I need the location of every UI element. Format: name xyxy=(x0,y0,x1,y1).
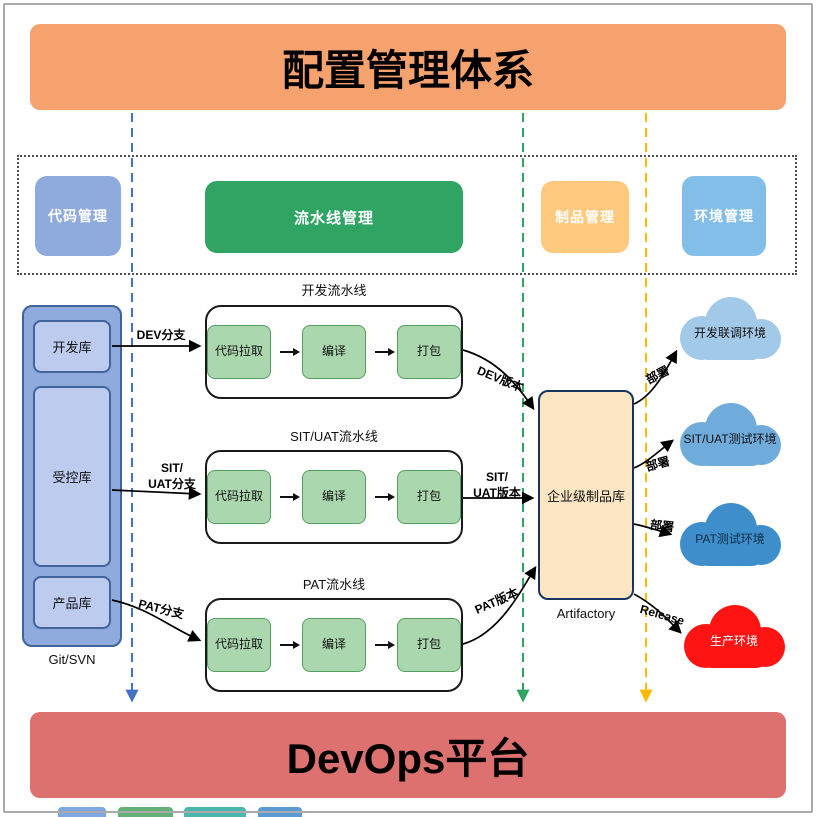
version-label-pat: PAT版本 xyxy=(472,585,521,617)
repo-dev: 开发库 xyxy=(33,320,111,373)
legend-box xyxy=(17,155,797,275)
step-label: 编译 xyxy=(321,637,346,652)
artifact-repo-label: 企业级制品库 xyxy=(546,488,625,504)
step-arrow-icon xyxy=(280,492,300,501)
branch-label-dev: DEV分支 xyxy=(136,328,186,342)
branch-label-pat: PAT分支 xyxy=(137,596,186,622)
category-pipeline-management: 流水线管理 xyxy=(205,181,463,253)
category-artifact-management: 制品管理 xyxy=(541,181,629,253)
branch-label-situat: SIT/ UAT分支 xyxy=(148,461,196,491)
step-label: 代码拉取 xyxy=(214,344,263,359)
category-artifact-label: 制品管理 xyxy=(555,209,615,225)
step-arrow-icon xyxy=(280,347,300,356)
repo-controlled-label: 受控库 xyxy=(52,470,92,485)
step-label: 打包 xyxy=(416,489,441,504)
footer-title: DevOps平台 xyxy=(286,734,530,782)
env-label-production: 生产环境 xyxy=(709,634,758,648)
artifact-repo-box: 企业级制品库 xyxy=(538,390,634,600)
step-package: 打包 xyxy=(397,470,461,524)
pipeline-pat-box: 代码拉取 编译 打包 xyxy=(205,598,463,692)
pipeline-dev-title: 开发流水线 xyxy=(301,283,367,298)
header-title: 配置管理体系 xyxy=(281,46,534,94)
env-cloud-dev-integration: 开发联调环境 xyxy=(668,292,792,368)
step-package: 打包 xyxy=(397,325,461,379)
step-package: 打包 xyxy=(397,618,461,672)
version-label-dev: DEV版本 xyxy=(475,363,526,395)
step-label: 编译 xyxy=(321,344,346,359)
cloud-icon xyxy=(680,403,781,466)
category-code-management: 代码管理 xyxy=(35,176,121,256)
step-arrow-icon xyxy=(375,347,395,356)
step-label: 打包 xyxy=(416,344,441,359)
cloud-icon xyxy=(680,297,781,360)
category-code-label: 代码管理 xyxy=(48,208,108,224)
step-arrow-icon xyxy=(375,492,395,501)
env-label-sit-uat: SIT/UAT测试环境 xyxy=(683,432,777,446)
pipeline-pat-title: PAT流水线 xyxy=(302,577,366,592)
env-cloud-sit-uat: SIT/UAT测试环境 xyxy=(668,398,792,474)
pipeline-situat-title: SIT/UAT流水线 xyxy=(290,429,378,444)
step-label: 代码拉取 xyxy=(214,637,263,652)
version-label-situat: SIT/ UAT版本 xyxy=(473,470,521,500)
category-pipeline-label: 流水线管理 xyxy=(293,209,374,227)
env-cloud-production: 生产环境 xyxy=(672,600,796,676)
category-environment-management: 环境管理 xyxy=(682,176,766,256)
step-label: 编译 xyxy=(321,489,346,504)
step-arrow-icon xyxy=(375,640,395,649)
step-arrow-icon xyxy=(280,640,300,649)
step-compile: 编译 xyxy=(302,618,366,672)
repo-container-git-svn: 开发库 受控库 产品库 xyxy=(22,305,122,647)
pipeline-dev-box: 代码拉取 编译 打包 xyxy=(205,305,463,399)
env-label-dev-integration: 开发联调环境 xyxy=(693,326,766,340)
footer-banner: DevOps平台 xyxy=(30,712,786,798)
step-code-pull: 代码拉取 xyxy=(207,618,271,672)
repo-product: 产品库 xyxy=(33,576,111,629)
step-label: 代码拉取 xyxy=(214,489,263,504)
step-compile: 编译 xyxy=(302,325,366,379)
deploy-label-dev: 部署 xyxy=(643,363,672,387)
step-code-pull: 代码拉取 xyxy=(207,470,271,524)
artifact-repo-caption: Artifactory xyxy=(556,606,616,621)
step-compile: 编译 xyxy=(302,470,366,524)
env-cloud-pat: PAT测试环境 xyxy=(668,498,792,574)
repo-dev-label: 开发库 xyxy=(52,340,92,355)
repo-caption: Git/SVN xyxy=(48,652,96,667)
repo-controlled: 受控库 xyxy=(33,386,111,567)
cloud-icon xyxy=(680,503,781,566)
step-code-pull: 代码拉取 xyxy=(207,325,271,379)
deploy-label-pat: 部署 xyxy=(649,517,675,535)
step-label: 打包 xyxy=(416,637,441,652)
env-label-pat: PAT测试环境 xyxy=(695,532,765,546)
repo-product-label: 产品库 xyxy=(52,596,92,611)
pipeline-situat-box: 代码拉取 编译 打包 xyxy=(205,450,463,544)
category-environment-label: 环境管理 xyxy=(694,208,754,224)
header-banner: 配置管理体系 xyxy=(30,24,786,110)
cloud-icon xyxy=(684,605,785,668)
